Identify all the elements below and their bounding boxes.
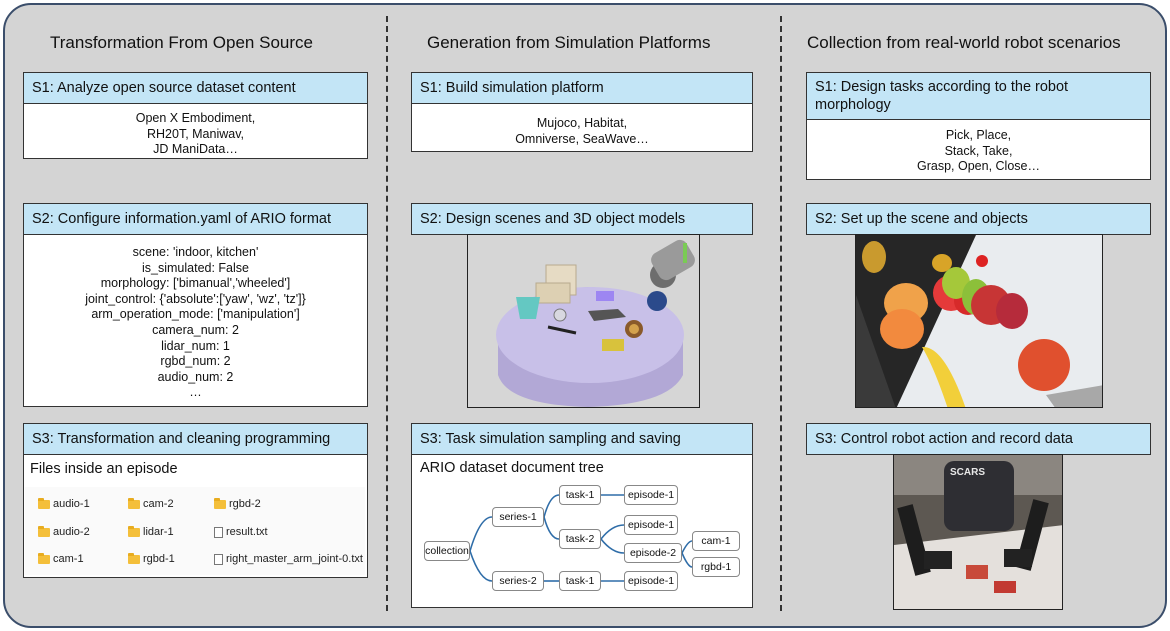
tree-node-episode-1[interactable]: episode-1 [624, 571, 678, 591]
yaml-line: morphology: ['bimanual','wheeled'] [100, 276, 291, 291]
fruit-scene-image [855, 234, 1103, 408]
svg-text:SCARS: SCARS [950, 467, 985, 478]
file-item[interactable]: cam-1 [38, 552, 84, 568]
file-item[interactable]: rgbd-1 [128, 552, 175, 568]
folder-icon [38, 526, 50, 538]
file-name: cam-2 [143, 498, 174, 510]
column-title-simulation: Generation from Simulation Platforms [427, 33, 711, 52]
yaml-line: lidar_num: 1 [161, 338, 230, 353]
tree-node-task-1[interactable]: task-1 [559, 485, 601, 505]
column-divider-1 [386, 16, 388, 611]
tree-node-series-2[interactable]: series-2 [492, 571, 544, 591]
col3-s1-body: Pick, Place, Stack, Take, Grasp, Open, C… [806, 120, 1151, 180]
tree-node-episode-1[interactable]: episode-1 [624, 485, 678, 505]
document-tree-box: ARIO dataset document tree collection se… [411, 455, 753, 608]
col2-s3-header: S3: Task simulation sampling and saving [411, 423, 753, 455]
file-name: result.txt [226, 526, 268, 538]
column-title-open-source: Transformation From Open Source [50, 33, 313, 52]
tree-edges [469, 494, 693, 582]
file-name: audio-1 [53, 498, 90, 510]
yaml-line: rgbd_num: 2 [160, 354, 231, 369]
tree-node-cam-1[interactable]: cam-1 [692, 531, 740, 551]
simulation-scene-image [467, 234, 700, 408]
text-file-icon [214, 554, 223, 566]
file-item[interactable]: result.txt [214, 525, 268, 541]
file-item[interactable]: audio-2 [38, 525, 90, 541]
col1-s1-line: RH20T, Maniwav, [146, 126, 245, 141]
folder-icon [214, 498, 226, 510]
folder-icon [128, 498, 140, 510]
tree-node-episode-2[interactable]: episode-2 [624, 543, 682, 563]
folder-icon [38, 553, 50, 565]
file-explorer: Files inside an episode audio-1 cam-2 rg… [23, 455, 368, 578]
col1-s1-line: JD ManiData… [153, 142, 238, 156]
tree-node-series-1[interactable]: series-1 [492, 507, 544, 527]
yaml-line: arm_operation_mode: ['manipulation'] [91, 307, 300, 322]
yaml-line: is_simulated: False [142, 260, 249, 275]
folder-icon [128, 526, 140, 538]
tree-node-collection[interactable]: collection [424, 541, 470, 561]
yaml-line: audio_num: 2 [157, 369, 234, 384]
file-name: rgbd-2 [229, 498, 261, 510]
col1-s3-header: S3: Transformation and cleaning programm… [23, 423, 368, 455]
col3-s1-line: Stack, Take, [944, 143, 1013, 158]
file-item[interactable]: right_master_arm_joint-0.txt [214, 552, 363, 568]
robot-recording-image: SCARS [893, 454, 1063, 610]
col2-s1-body: Mujoco, Habitat, Omniverse, SeaWave… [411, 104, 753, 152]
col3-s3-header: S3: Control robot action and record data [806, 423, 1151, 455]
folder-icon [128, 553, 140, 565]
col2-s1-line: Mujoco, Habitat, [536, 116, 628, 130]
col2-s1-header: S1: Build simulation platform [411, 72, 753, 104]
col2-s1-line: Omniverse, SeaWave… [515, 131, 649, 146]
file-item[interactable]: audio-1 [38, 497, 90, 513]
yaml-line: scene: 'indoor, kitchen' [132, 245, 259, 259]
file-item[interactable]: rgbd-2 [214, 497, 261, 513]
column-divider-2 [780, 16, 782, 611]
col3-s2-header: S2: Set up the scene and objects [806, 203, 1151, 235]
col1-s1-header: S1: Analyze open source dataset content [23, 72, 368, 104]
col3-s1-line: Pick, Place, [945, 128, 1012, 142]
file-item[interactable]: cam-2 [128, 497, 174, 513]
yaml-line: joint_control: {'absolute':['yaw', 'wz',… [85, 291, 306, 306]
col3-s1-header: S1: Design tasks according to the robot … [806, 72, 1151, 120]
file-name: right_master_arm_joint-0.txt [226, 553, 363, 565]
tree-node-task-2[interactable]: task-2 [559, 529, 601, 549]
tree-title: ARIO dataset document tree [420, 460, 604, 476]
file-name: rgbd-1 [143, 553, 175, 565]
text-file-icon [214, 527, 223, 539]
file-name: audio-2 [53, 526, 90, 538]
col1-s1-body: Open X Embodiment, RH20T, Maniwav, JD Ma… [23, 104, 368, 159]
col1-s1-line: Open X Embodiment, [135, 111, 256, 125]
col1-s2-header: S2: Configure information.yaml of ARIO f… [23, 203, 368, 235]
col3-s1-line: Grasp, Open, Close… [917, 159, 1040, 173]
tree-node-task-1[interactable]: task-1 [559, 571, 601, 591]
yaml-line: camera_num: 2 [152, 322, 239, 337]
yaml-line: … [189, 385, 202, 400]
file-item[interactable]: lidar-1 [128, 525, 174, 541]
file-name: lidar-1 [143, 526, 174, 538]
file-list [25, 487, 365, 575]
tree-node-episode-1[interactable]: episode-1 [624, 515, 678, 535]
col1-s2-body: scene: 'indoor, kitchen' is_simulated: F… [23, 235, 368, 407]
col2-s2-header: S2: Design scenes and 3D object models [411, 203, 753, 235]
file-name: cam-1 [53, 553, 84, 565]
files-title: Files inside an episode [30, 461, 178, 477]
column-title-real-world: Collection from real-world robot scenari… [807, 33, 1121, 52]
folder-icon [38, 498, 50, 510]
tree-node-rgbd-1[interactable]: rgbd-1 [692, 557, 740, 577]
